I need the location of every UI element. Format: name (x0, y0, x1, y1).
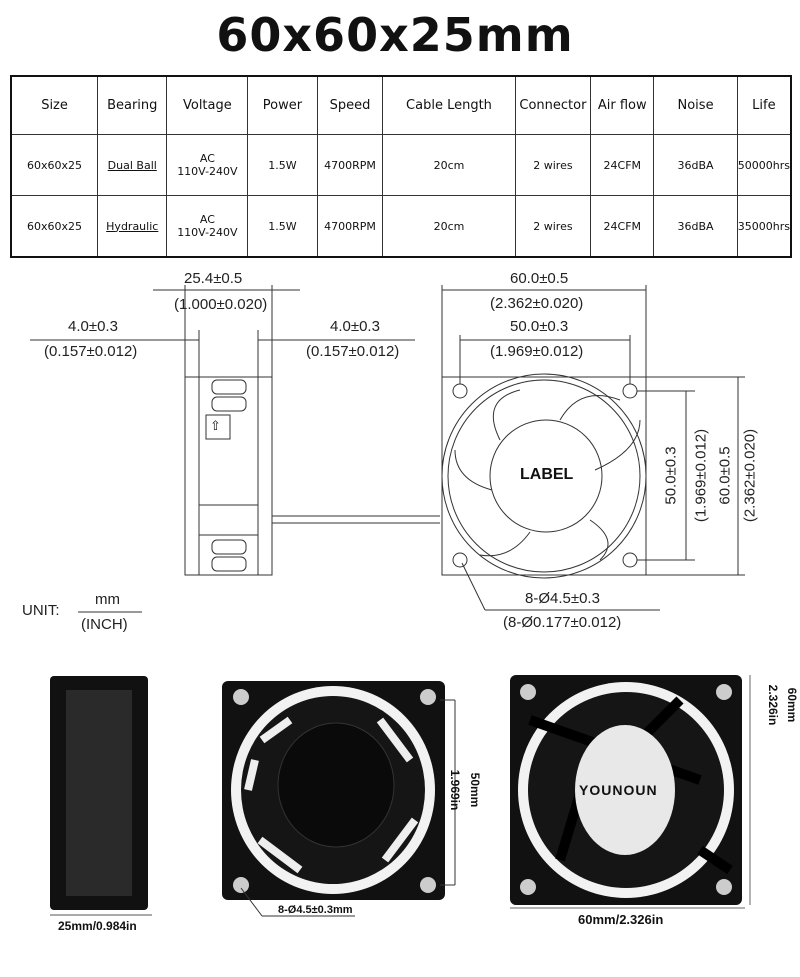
cell-power: 1.5W (247, 195, 318, 258)
front-holes-caption: 8-Ø4.5±0.3mm (278, 904, 353, 916)
header-cable-length: Cable Length (382, 75, 516, 135)
header-power: Power (247, 75, 318, 135)
side-width-in: (1.000±0.020) (174, 296, 268, 313)
unit-label: UNIT: (22, 602, 60, 619)
cell-life: 50000hrs (736, 134, 792, 196)
height-mm: 60.0±0.5 (716, 446, 734, 505)
spec-table: Size Bearing Voltage Power Speed Cable L… (10, 75, 792, 258)
vert-hole-spacing-in: (1.969±0.012) (692, 428, 710, 523)
unit-mm: mm (95, 591, 120, 608)
right-flange-in: (0.157±0.012) (306, 343, 400, 360)
left-flange-in: (0.157±0.012) (44, 343, 138, 360)
right-flange-mm: 4.0±0.3 (330, 318, 380, 335)
hole-spacing-in: (1.969±0.012) (490, 343, 584, 360)
cell-noise: 36dBA (653, 195, 738, 258)
cell-cable: 20cm (382, 134, 516, 196)
front-view-drawing (441, 285, 745, 611)
back-fan-photo (510, 675, 751, 909)
front-dim-in: 1.969in (448, 769, 462, 811)
header-airflow: Air flow (590, 75, 655, 135)
header-life: Life (736, 75, 792, 135)
cell-cable: 20cm (382, 195, 516, 258)
cell-bearing: Hydraulic (97, 195, 168, 258)
header-voltage: Voltage (166, 75, 249, 135)
holes-mm: 8-Ø4.5±0.3 (525, 590, 600, 607)
cell-bearing: Dual Ball (97, 134, 168, 196)
voltage-range: 110V-240V (177, 165, 238, 178)
header-noise: Noise (653, 75, 738, 135)
front-fan-photo (222, 681, 456, 917)
cell-airflow: 24CFM (590, 195, 655, 258)
brand-label: YOUNOUN (579, 782, 658, 798)
voltage-type: AC (199, 213, 215, 226)
front-width-in: (2.362±0.020) (490, 295, 584, 312)
label-placeholder: LABEL (520, 466, 574, 483)
hole-spacing-mm: 50.0±0.3 (510, 318, 569, 335)
back-dim-in: 2.326in (766, 684, 780, 726)
cell-size: 60x60x25 (10, 195, 99, 258)
side-width-mm: 25.4±0.5 (184, 270, 243, 287)
side-view-drawing (30, 285, 440, 576)
height-in: (2.362±0.020) (741, 428, 759, 523)
table-header-row: Size Bearing Voltage Power Speed Cable L… (10, 75, 792, 135)
cell-speed: 4700RPM (316, 195, 384, 258)
bearing-link: Hydraulic (106, 219, 159, 233)
airflow-arrow-icon: ⇧ (210, 418, 221, 433)
cell-airflow: 24CFM (590, 134, 655, 196)
front-dim-mm: 50mm (468, 772, 482, 808)
product-title: 60x60x25mm (216, 8, 574, 62)
voltage-range: 110V-240V (177, 226, 238, 239)
cell-power: 1.5W (247, 134, 318, 196)
vert-hole-spacing-mm: 50.0±0.3 (662, 446, 680, 505)
bearing-link: Dual Ball (107, 158, 157, 172)
cell-life: 35000hrs (736, 195, 792, 258)
back-caption: 60mm/2.326in (578, 912, 664, 927)
unit-inch: (INCH) (81, 616, 128, 633)
cell-connector: 2 wires (514, 195, 592, 258)
left-flange-mm: 4.0±0.3 (68, 318, 118, 335)
back-dim-mm: 60mm (785, 687, 799, 723)
side-fan-photo (50, 676, 148, 910)
cell-speed: 4700RPM (316, 134, 384, 196)
voltage-type: AC (199, 152, 215, 165)
front-width-mm: 60.0±0.5 (510, 270, 569, 287)
side-caption: 25mm/0.984in (58, 919, 137, 933)
cell-noise: 36dBA (653, 134, 738, 196)
cell-connector: 2 wires (514, 134, 592, 196)
holes-in: (8-Ø0.177±0.012) (503, 614, 622, 631)
